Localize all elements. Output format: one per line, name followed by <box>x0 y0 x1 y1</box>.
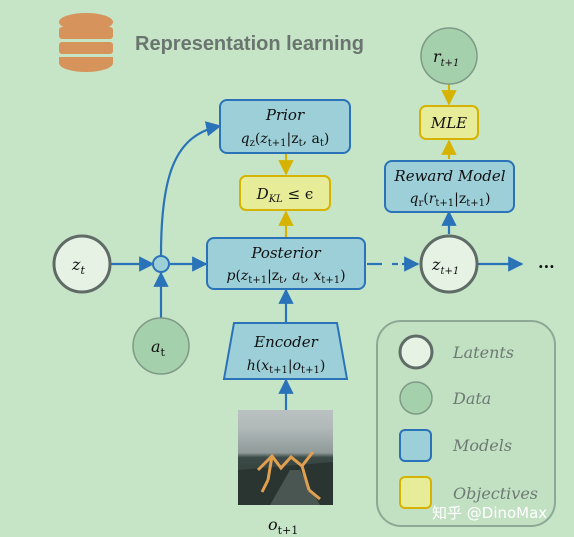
objective-connections <box>278 84 457 238</box>
observation-image <box>238 410 333 505</box>
reward-model-label: Reward Model <box>393 167 505 185</box>
latent-z-t1: zt+1 <box>419 234 479 294</box>
legend-models: Models <box>452 436 512 455</box>
diagram-title: Representation learning <box>135 33 364 55</box>
svg-text:p(zt+1|zt, at, xt+1): p(zt+1|zt, at, xt+1) <box>226 268 345 286</box>
legend-latent-swatch <box>398 334 434 370</box>
mle-objective: MLE <box>419 105 479 140</box>
legend-data: Data <box>452 389 491 408</box>
svg-text:h(xt+1|ot+1): h(xt+1|ot+1) <box>247 358 326 376</box>
junction-node <box>152 255 170 273</box>
legend-models-swatch <box>399 429 432 462</box>
svg-text:qz(zt+1|zt, at): qz(zt+1|zt, at) <box>241 131 330 149</box>
legend-objectives-swatch <box>399 476 432 509</box>
data-a-t: at <box>132 317 190 375</box>
svg-text:ot+1: ot+1 <box>268 515 298 537</box>
encoder-label: Encoder <box>253 333 319 351</box>
encoder-model: Encoder h(xt+1|ot+1) <box>222 322 349 380</box>
kl-objective: DKL ≤ ϵ <box>239 175 331 211</box>
legend-latents: Latents <box>452 343 514 362</box>
svg-text:at: at <box>151 337 166 359</box>
prior-model: Prior qz(zt+1|zt, at) <box>219 99 351 154</box>
posterior-model: Posterior p(zt+1|zt, at, xt+1) <box>206 237 366 290</box>
reward-model: Reward Model qr(rt+1|zt+1) <box>384 160 515 213</box>
legend-objectives: Objectives <box>453 484 538 503</box>
data-r-t1: rt+1 <box>420 27 478 85</box>
watermark: 知乎 @DinoMax <box>432 504 547 522</box>
mle-label: MLE <box>430 114 467 132</box>
database-icon <box>59 13 113 72</box>
latent-z-t: zt <box>52 234 112 294</box>
legend: Latents Data Models Objectives <box>376 320 556 527</box>
svg-text:qr(rt+1|zt+1): qr(rt+1|zt+1) <box>409 191 490 209</box>
ellipsis: ... <box>538 253 555 272</box>
prior-label: Prior <box>265 106 305 124</box>
connections <box>110 121 524 410</box>
posterior-label: Posterior <box>250 244 321 262</box>
legend-data-swatch <box>399 381 433 415</box>
svg-text:DKL ≤ ϵ: DKL ≤ ϵ <box>256 185 314 205</box>
